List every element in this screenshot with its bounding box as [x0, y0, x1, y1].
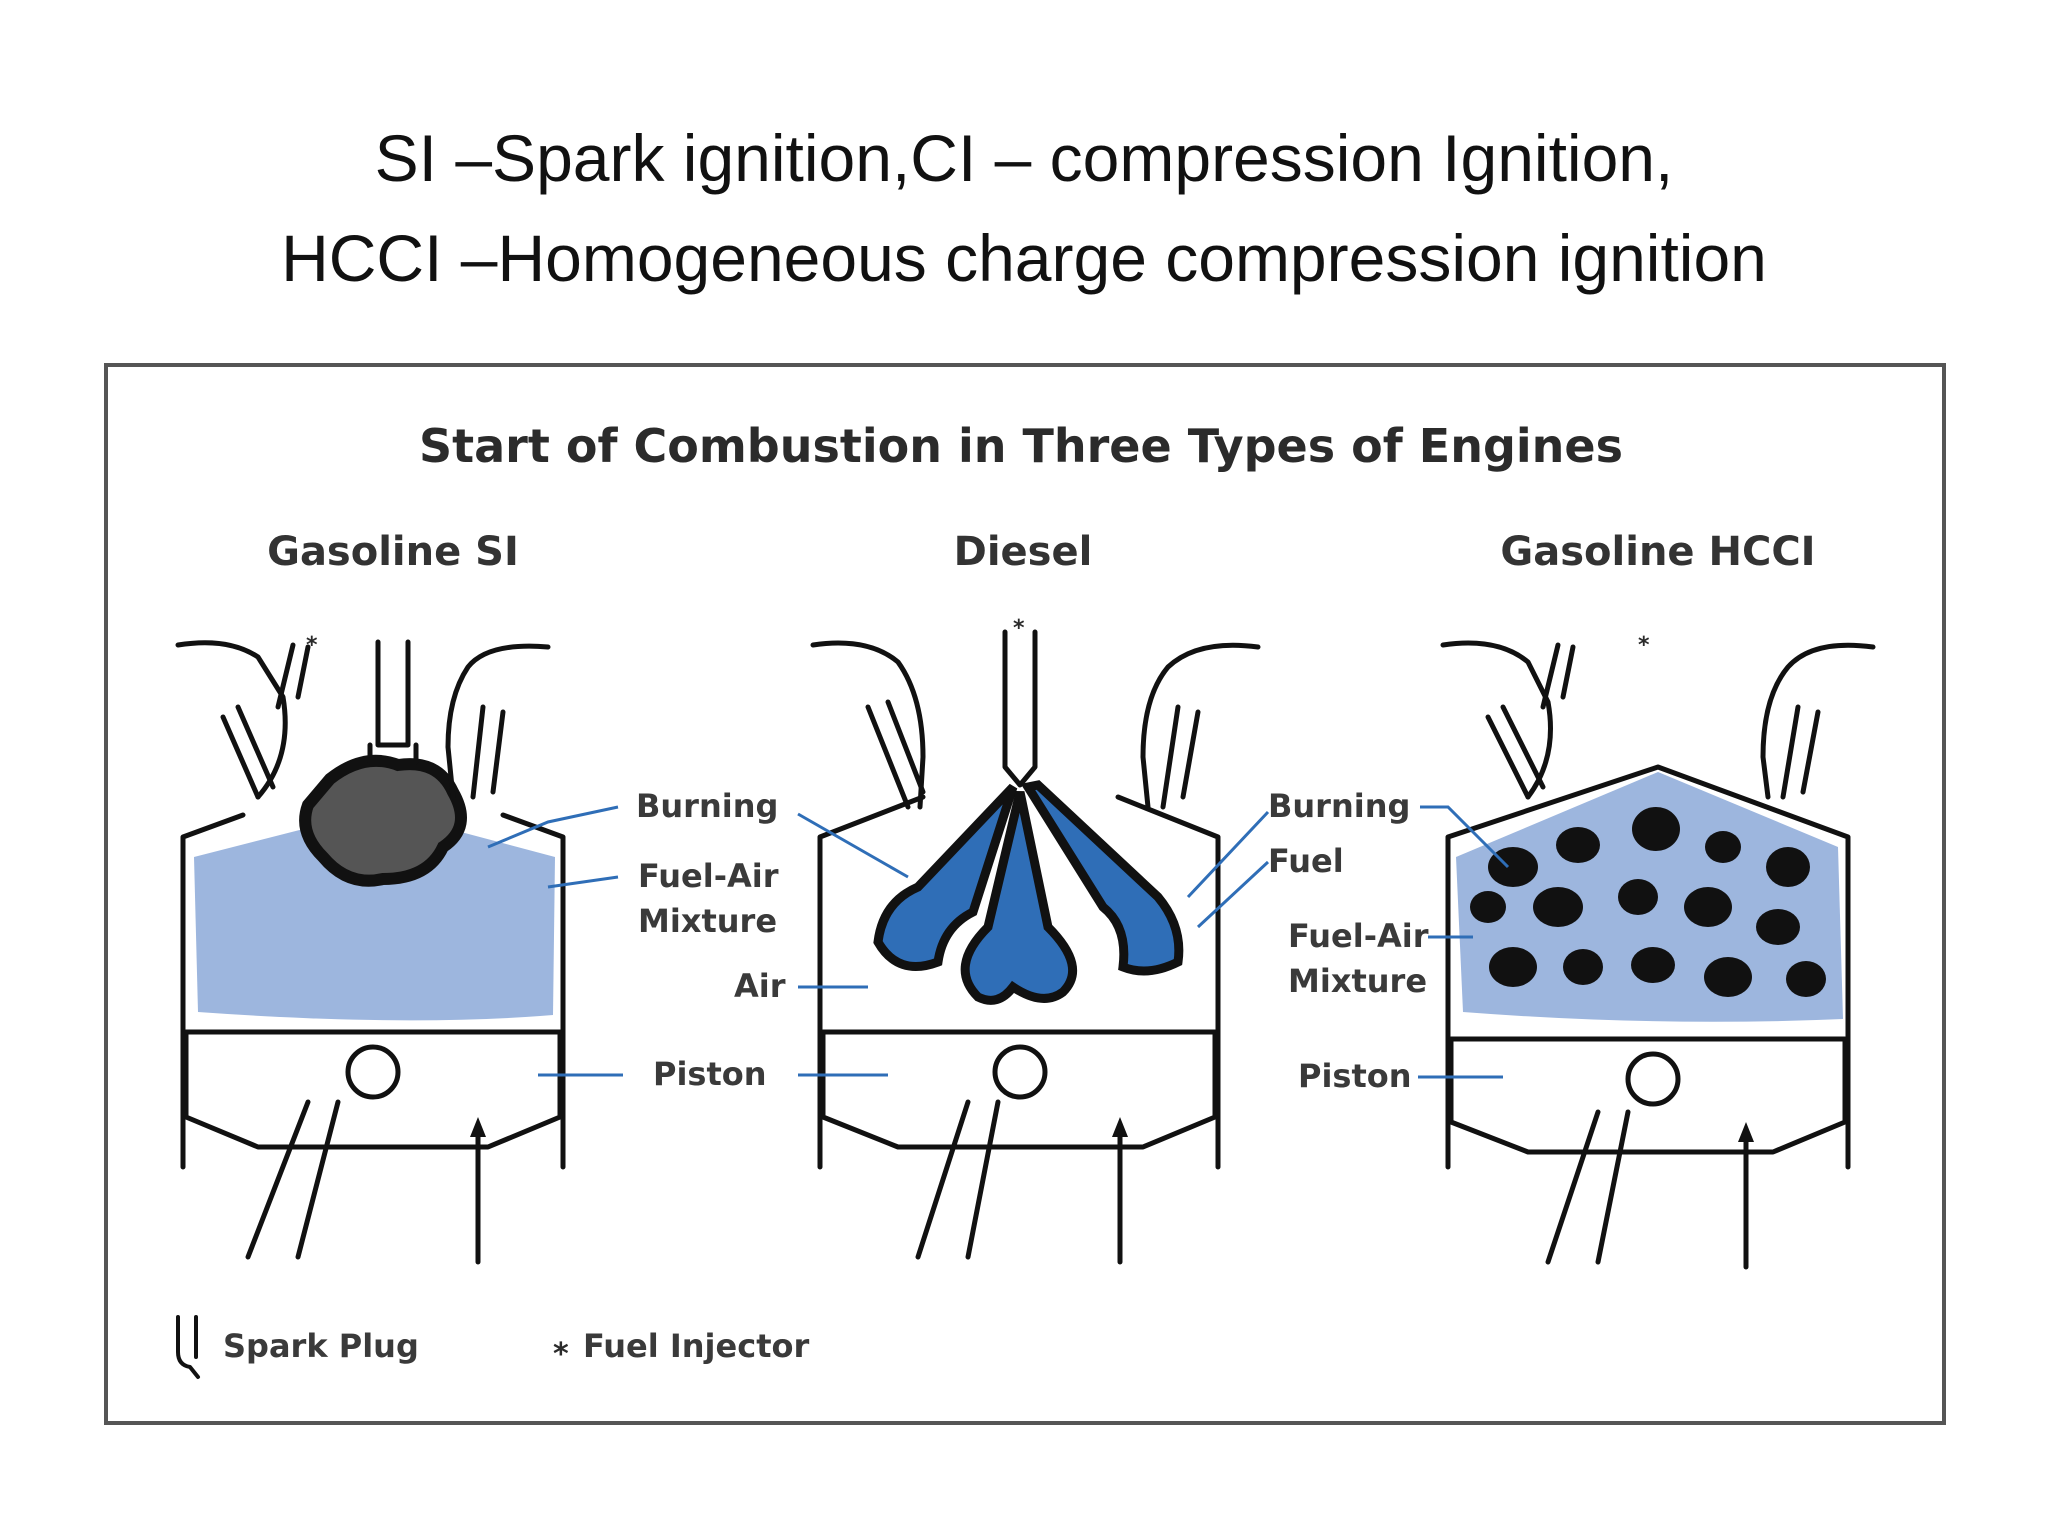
diesel-exhaust-port: [1140, 642, 1261, 810]
si-exhaust-port: [445, 643, 551, 800]
column-title-diesel: Diesel: [954, 529, 1093, 575]
figure-title: Start of Combustion in Three Types of En…: [419, 419, 1623, 473]
hcci-blob: [1766, 847, 1810, 887]
hcci-blob: [1489, 947, 1537, 987]
hcci-blob: [1556, 827, 1600, 863]
hcci-leader-fuel: [1186, 810, 1270, 929]
si-exhaust-valve: [470, 704, 506, 800]
hcci-blob: [1684, 887, 1732, 927]
hcci-injector-star: *: [1638, 633, 1650, 658]
hcci-blob: [1632, 807, 1680, 851]
diesel-intake-port: [810, 640, 926, 810]
si-burning-flame: [299, 754, 467, 887]
si-callout-piston: Piston: [653, 1055, 767, 1093]
hcci-blob: [1756, 909, 1800, 945]
hcci-blob: [1705, 831, 1741, 863]
engine-gasoline-hcci: * Burning Fuel Fuel-Air Mixture Piston: [1186, 633, 1876, 1270]
hcci-blob: [1704, 957, 1752, 997]
diesel-motion-arrowhead: [1112, 1117, 1128, 1137]
hcci-blob: [1563, 949, 1603, 985]
diesel-leader-burning-left: [797, 812, 909, 879]
hcci-blob: [1488, 847, 1538, 887]
si-connecting-rod: [245, 1099, 341, 1260]
hcci-blob: [1618, 879, 1658, 915]
hcci-intake-valve: [1485, 704, 1546, 800]
si-callout-burning: Burning: [636, 787, 778, 825]
diesel-spray-right: [1020, 780, 1184, 976]
hcci-callout-burning: Burning: [1268, 787, 1410, 825]
hcci-exhaust-port: [1760, 642, 1876, 800]
si-injector-star: *: [306, 633, 318, 658]
column-title-gasoline-hcci: Gasoline HCCI: [1500, 529, 1815, 575]
si-leader-mixture: [547, 875, 619, 889]
si-fuel-injector: [275, 642, 311, 710]
hcci-motion-arrowhead: [1738, 1122, 1754, 1142]
si-intake-valve: [220, 714, 261, 800]
si-fuel-air-mixture: [194, 810, 555, 1021]
hcci-callout-mixture: Mixture: [1288, 962, 1427, 1000]
hcci-blob: [1631, 947, 1675, 983]
legend: Spark Plug * Fuel Injector: [176, 1315, 809, 1379]
si-wrist-pin: [345, 1044, 401, 1100]
si-spark-plug: [375, 639, 411, 748]
column-title-gasoline-si: Gasoline SI: [267, 529, 519, 575]
hcci-blob: [1786, 961, 1826, 997]
hcci-exhaust-valve: [1780, 704, 1821, 800]
diesel-piston: [820, 1029, 1218, 1150]
slide-title-line-2: HCCI –Homogeneous charge compression ign…: [281, 221, 1767, 295]
hcci-burning-sites: [1470, 807, 1826, 997]
diesel-injector-star: *: [1013, 616, 1025, 641]
diesel-wrist-pin: [992, 1044, 1048, 1100]
hcci-wrist-pin: [1625, 1051, 1681, 1107]
slide-title: SI –Spark ignition,CI – compression Igni…: [0, 108, 2048, 308]
hcci-intake-port: [1440, 640, 1553, 800]
diesel-callout-air: Air: [734, 967, 786, 1005]
diesel-intake-valve: [865, 699, 926, 810]
si-callout-mixture: Mixture: [638, 902, 777, 940]
si-leader-burning: [487, 805, 619, 849]
hcci-leader-burning: [1420, 805, 1510, 869]
diesel-injector: [1002, 629, 1038, 788]
si-callout-fuel-air: Fuel-Air: [638, 857, 779, 895]
si-motion-arrowhead: [470, 1117, 486, 1137]
hcci-blob: [1533, 887, 1583, 927]
legend-fuel-injector: Fuel Injector: [583, 1327, 809, 1365]
hcci-callout-piston: Piston: [1298, 1057, 1412, 1095]
hcci-callout-fuel: Fuel: [1268, 842, 1344, 880]
engine-diagram-svg: Start of Combustion in Three Types of En…: [175, 419, 1876, 1379]
si-piston: [183, 1029, 563, 1150]
si-spark-plug-tip: [367, 742, 419, 765]
si-intake-port: [175, 640, 288, 800]
hcci-callout-fuel-air: Fuel-Air: [1288, 917, 1429, 955]
hcci-connecting-rod: [1545, 1109, 1631, 1265]
fuel-injector-icon: *: [553, 1337, 569, 1372]
slide-title-line-1: SI –Spark ignition,CI – compression Igni…: [374, 121, 1674, 195]
diesel-spray-center: [960, 790, 1078, 1005]
diesel-exhaust-valve: [1160, 704, 1201, 810]
diesel-connecting-rod: [915, 1099, 1001, 1260]
hcci-piston: [1448, 1036, 1848, 1155]
engine-diesel: * Air: [734, 616, 1261, 1265]
hcci-blob: [1470, 891, 1506, 923]
si-intake-valve-2: [235, 704, 276, 790]
spark-plug-icon: [176, 1315, 200, 1379]
engine-gasoline-si: * Burning Fuel-Air Mixture Piston: [175, 633, 779, 1265]
diesel-spray-left: [873, 783, 1018, 971]
hcci-fuel-injector: [1540, 642, 1576, 710]
legend-spark-plug: Spark Plug: [223, 1327, 419, 1365]
engine-combustion-figure: Start of Combustion in Three Types of En…: [104, 363, 1946, 1425]
diesel-cylinder: [817, 794, 1221, 1170]
si-cylinder: [180, 812, 566, 1170]
hcci-cylinder: [1445, 764, 1851, 1170]
